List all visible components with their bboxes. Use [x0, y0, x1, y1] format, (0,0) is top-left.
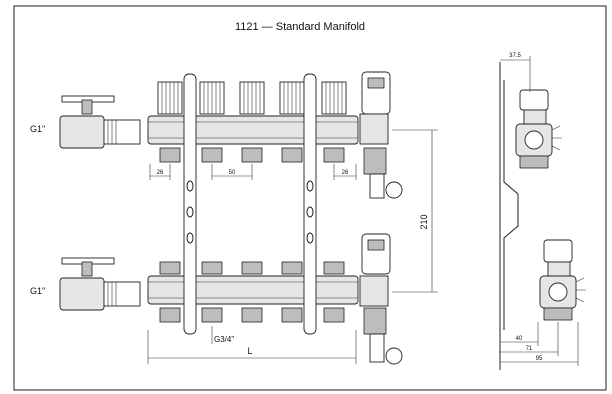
side-view [499, 56, 586, 370]
bottom-outlet-nuts [159, 307, 345, 323]
side-bottom-c-label: 95 [536, 356, 543, 362]
drawing-frame [13, 5, 607, 391]
side-bottom-b-label: 71 [526, 346, 533, 352]
height-label: 210 [419, 214, 429, 229]
top-right-vent-assembly [359, 71, 403, 199]
bottom-ball-valve [59, 257, 141, 311]
height-dimension [392, 129, 438, 293]
bottom-top-nuts [159, 261, 345, 275]
mounting-brackets [183, 73, 317, 335]
inlet-top-label: G1" [30, 124, 45, 134]
bottom-manifold-bar [147, 275, 359, 305]
length-dimension [147, 326, 357, 364]
side-top-label: 37.5 [509, 53, 521, 59]
spacing-left-label: 26 [157, 170, 164, 176]
outlet-thread-label: G3/4" [214, 335, 234, 344]
side-bottom-a-label: 40 [516, 336, 523, 342]
top-manifold-bar [147, 115, 359, 145]
front-view: G1" G1" 26 50 26 210 [30, 71, 438, 365]
spacing-dimensions [149, 164, 357, 180]
top-outlet-nuts [159, 147, 345, 163]
bottom-right-vent-assembly [359, 233, 403, 365]
spacing-mid-label: 50 [229, 170, 236, 176]
top-ball-valve [59, 95, 141, 149]
inlet-bottom-label: G1" [30, 286, 45, 296]
spacing-right-label: 26 [342, 170, 349, 176]
length-label: L [247, 346, 252, 356]
top-valve-caps [157, 81, 347, 115]
drawing-title: 1121 — Standard Manifold [235, 21, 365, 33]
